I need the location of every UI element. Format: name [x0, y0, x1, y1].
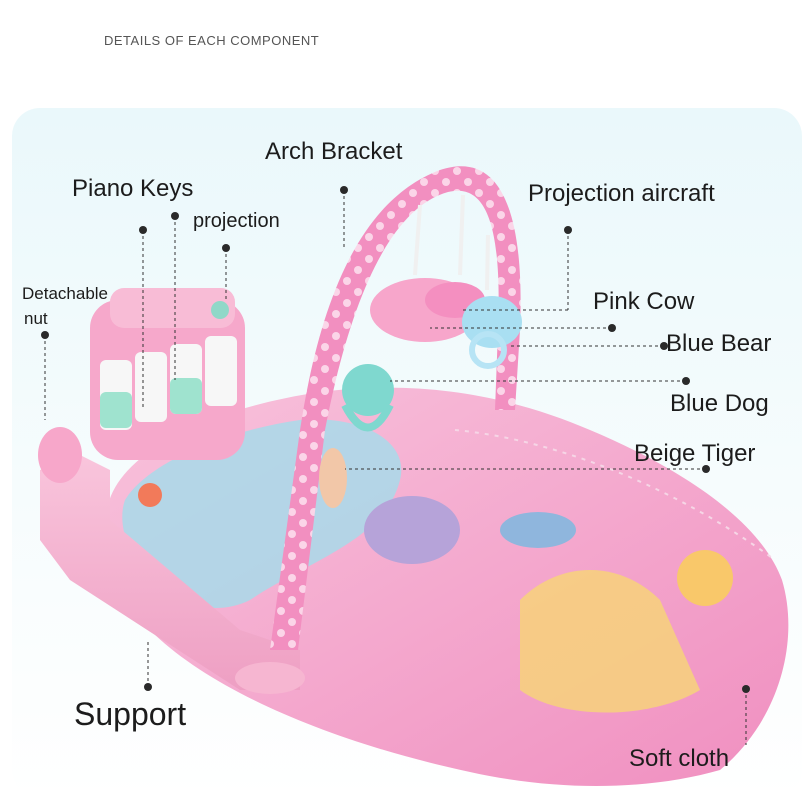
blue-bear-toy	[462, 296, 522, 348]
mat-crab	[138, 483, 162, 507]
projection-lens	[211, 301, 229, 319]
label-beige-tiger: Beige Tiger	[634, 440, 756, 467]
label-arch-bracket: Arch Bracket	[265, 138, 403, 165]
piano-key-mint-1	[100, 392, 132, 428]
mat-dolphin	[500, 512, 576, 548]
label-blue-dog: Blue Dog	[670, 390, 769, 417]
label-pink-cow: Pink Cow	[593, 288, 695, 315]
mat-rainbow	[520, 570, 700, 713]
label-projection: projection	[193, 210, 280, 232]
blue-dog-legs	[341, 403, 394, 432]
blue-dog-toy	[342, 364, 394, 416]
mat-ruler	[454, 429, 776, 561]
label-support: Support	[74, 696, 187, 732]
mat-whale	[364, 496, 460, 564]
beige-tiger-toy	[319, 448, 347, 508]
blue-bear-teether	[469, 331, 507, 369]
label-projection-aircraft: Projection aircraft	[528, 180, 715, 207]
arch-bracket	[270, 166, 521, 650]
label-detachable-nut-line2: nut	[24, 309, 48, 328]
piano-key-4	[205, 336, 237, 406]
page-heading: DETAILS OF EACH COMPONENT	[104, 33, 320, 48]
piano-top	[110, 288, 235, 328]
label-piano-keys: Piano Keys	[72, 175, 194, 202]
label-detachable-nut-line1: Detachable	[22, 284, 109, 303]
label-soft-cloth: Soft cloth	[629, 745, 730, 772]
piano-key-mint-2	[170, 378, 202, 414]
piano-key-2	[135, 352, 167, 422]
mat-sun	[677, 550, 733, 606]
detachable-nut	[38, 427, 82, 483]
support-frame	[40, 455, 300, 690]
support-foot	[235, 662, 305, 694]
label-blue-bear: Blue Bear	[666, 330, 772, 357]
